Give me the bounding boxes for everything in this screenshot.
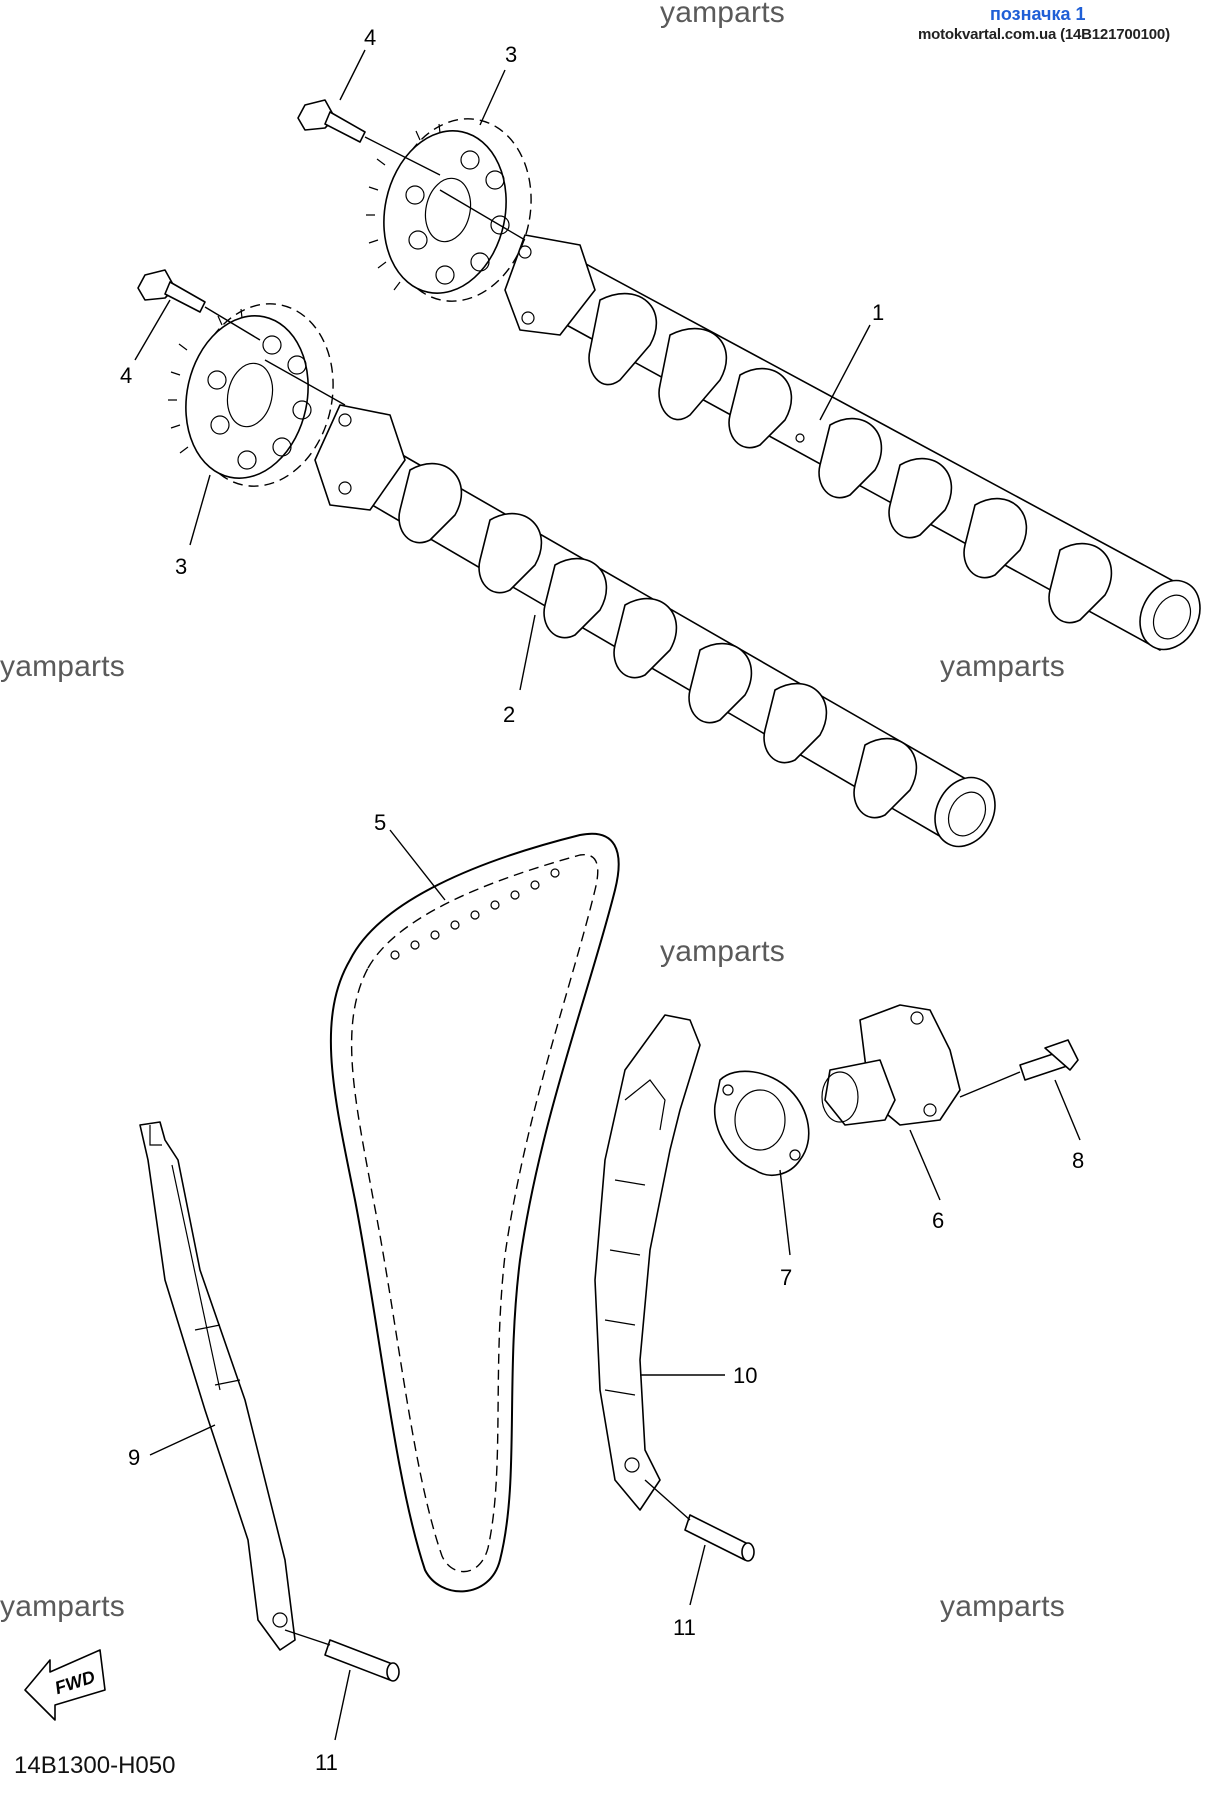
- header-source: motokvartal.com.ua (14B121700100): [918, 26, 1170, 43]
- guide-pin-right[interactable]: [684, 1514, 755, 1562]
- forward-arrow-icon: FWD: [24, 1649, 106, 1721]
- camshaft-intake[interactable]: [504, 234, 1209, 660]
- callout-3-top: 3: [505, 42, 517, 67]
- callout-6: 6: [932, 1208, 944, 1233]
- watermark-right-mid: yamparts: [940, 650, 1065, 683]
- callout-9: 9: [128, 1445, 140, 1470]
- diagram-code: 14B1300-H050: [14, 1752, 176, 1779]
- header-label: позначка 1: [990, 4, 1086, 24]
- callout-7: 7: [780, 1265, 792, 1290]
- cam-sprocket-upper[interactable]: [366, 105, 548, 314]
- chain-tensioner[interactable]: [821, 1004, 961, 1126]
- chain-guide-right[interactable]: [594, 1014, 701, 1511]
- callout-2: 2: [503, 702, 515, 727]
- tensioner-bolt[interactable]: [1019, 1039, 1079, 1081]
- chain-guide-left[interactable]: [139, 1121, 296, 1651]
- bolt-upper[interactable]: [297, 99, 366, 143]
- callout-5: 5: [374, 810, 386, 835]
- callout-4-top: 4: [364, 25, 376, 50]
- callout-1: 1: [872, 300, 884, 325]
- bolt-lower[interactable]: [137, 269, 206, 313]
- timing-chain[interactable]: [329, 832, 620, 1593]
- guide-pin-left[interactable]: [324, 1639, 400, 1682]
- callout-3-bottom: 3: [175, 554, 187, 579]
- callout-10: 10: [733, 1363, 757, 1388]
- callout-11-right: 11: [673, 1615, 696, 1640]
- watermark-top: yamparts: [660, 0, 785, 29]
- watermark-right-bottom: yamparts: [940, 1590, 1065, 1623]
- cam-sprocket-lower[interactable]: [168, 290, 350, 499]
- watermark-center: yamparts: [660, 935, 785, 968]
- tensioner-gasket[interactable]: [713, 1070, 810, 1176]
- watermark-left-bottom: yamparts: [0, 1590, 125, 1623]
- leader-lines: [134, 49, 1081, 1741]
- callout-4-bottom: 4: [120, 363, 132, 388]
- callout-8: 8: [1072, 1148, 1084, 1173]
- watermark-left-mid: yamparts: [0, 650, 125, 683]
- callout-11-left: 11: [315, 1750, 338, 1775]
- camshaft-exhaust[interactable]: [314, 404, 1007, 857]
